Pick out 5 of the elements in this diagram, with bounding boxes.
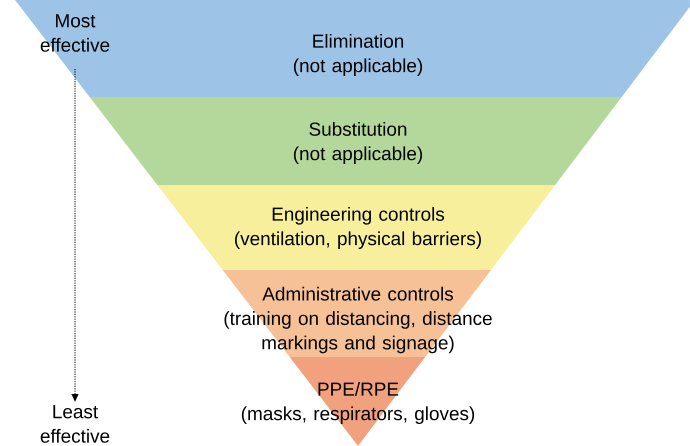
scale-label: Least effective <box>40 405 110 443</box>
band: Substitution (not applicable) <box>90 96 622 185</box>
band: PPE/RPE (masks, respirators, gloves) <box>242 356 474 446</box>
band: Engineering controls (ventilation, physical barriers) <box>157 184 556 270</box>
band: Administrative controls (training on distancing, distance markings and signage) <box>222 270 492 357</box>
